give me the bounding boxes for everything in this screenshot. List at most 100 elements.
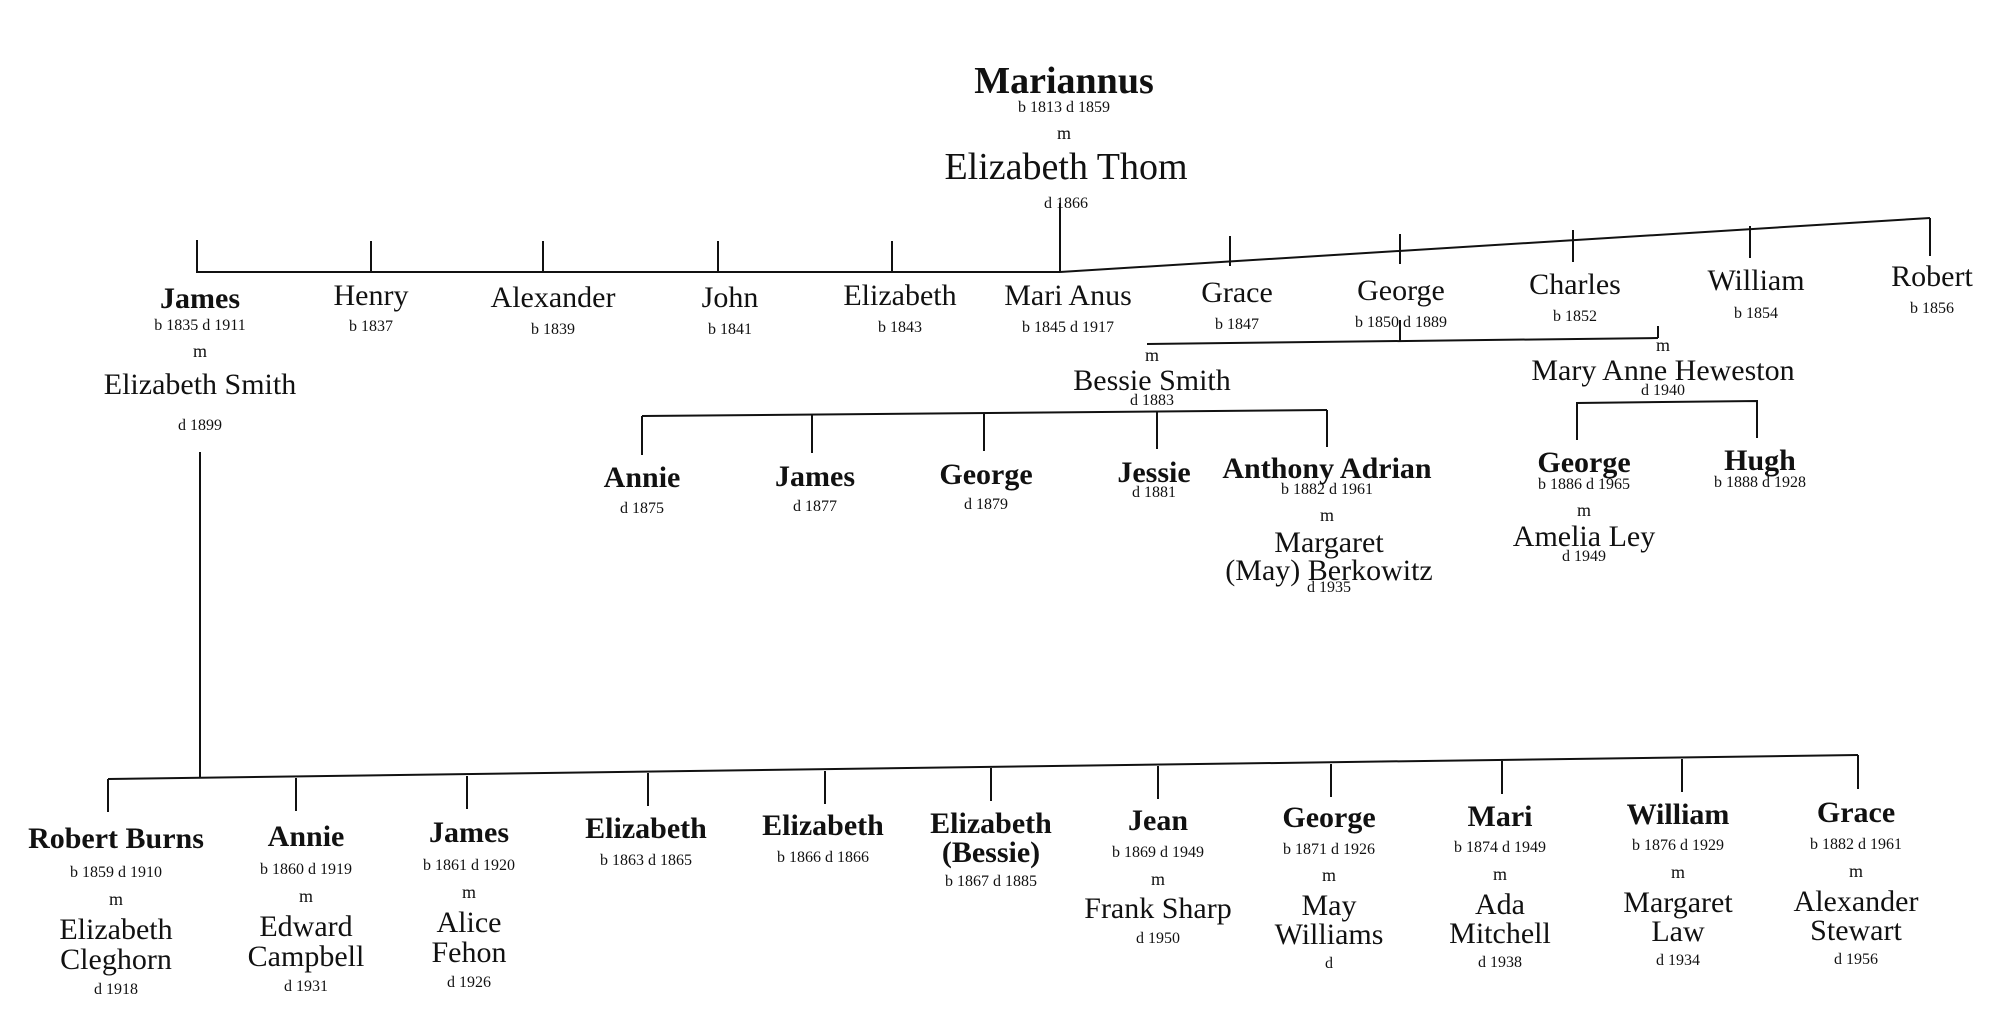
gen1-name: Charles: [1529, 268, 1621, 301]
gen1-name: George: [1357, 274, 1445, 307]
root-marriage-mark: m: [1056, 123, 1072, 143]
james-child-name: Robert Burns: [28, 822, 204, 855]
gen1-name: Henry: [333, 279, 409, 312]
james-child-spouse-line1: Edward: [259, 910, 353, 943]
james-child-marriage-mark: m: [298, 886, 314, 906]
james-child-dates: b 1866 d 1866: [777, 849, 869, 866]
gen1-dates: b 1839: [531, 321, 575, 338]
james-child-dates: b 1860 d 1919: [260, 861, 352, 878]
james-child-name-line2: (Bessie): [941, 836, 1041, 869]
gen1-dates: b 1841: [708, 321, 752, 338]
gen1-dates: b 1854: [1734, 305, 1778, 322]
james-child-spouse-dates: d: [1325, 955, 1333, 972]
charles-child-spouse-name: Amelia Ley: [1512, 520, 1656, 553]
james-child-name: Elizabeth: [585, 812, 707, 845]
george-child-name: Jessie: [1117, 456, 1191, 489]
james-child-spouse-line2: Mitchell: [1449, 917, 1551, 950]
james-child-name: Annie: [267, 820, 345, 853]
george-child-name: Annie: [603, 461, 681, 494]
james-child-marriage-mark: m: [1492, 864, 1508, 884]
james-child-spouse-line1: May: [1301, 889, 1357, 922]
gen1-name: John: [701, 281, 759, 314]
charles-child-name: Hugh: [1724, 444, 1796, 477]
charles-child-name: George: [1537, 446, 1631, 479]
james-child-spouse-dates: d 1956: [1834, 951, 1878, 968]
james-child-spouse-dates: d 1918: [94, 981, 138, 998]
george-child-name: James: [775, 460, 855, 493]
james-child-marriage-mark: m: [1848, 861, 1864, 881]
root-spouse-name: Elizabeth Thom: [944, 146, 1188, 188]
james-child-dates: b 1863 d 1865: [600, 852, 692, 869]
root-spouse-dates: d 1866: [1044, 195, 1088, 212]
james-child-spouse-dates: d 1934: [1656, 952, 1700, 969]
george-marriage-mark: m: [1144, 345, 1160, 365]
james-child-name: Jean: [1128, 804, 1188, 837]
james-child-spouse-line2: Fehon: [431, 936, 507, 969]
james-child-spouse-dates: d 1931: [284, 978, 328, 995]
gen1-name: Mari Anus: [1004, 279, 1132, 312]
james-child-spouse-line2: Law: [1651, 915, 1705, 948]
gen1-marriage-mark: m: [192, 341, 208, 361]
james-child-name: William: [1626, 798, 1730, 831]
george-child-spouse-dates: d 1935: [1307, 579, 1351, 596]
gen1-spouse-dates: d 1899: [178, 417, 222, 434]
james-child-marriage-mark: m: [1150, 869, 1166, 889]
george-child-dates: d 1881: [1132, 484, 1176, 501]
james-child-spouse-line2: Campbell: [247, 940, 365, 973]
george-child-name: Anthony Adrian: [1222, 452, 1432, 485]
james-child-spouse-dates: d 1926: [447, 974, 491, 991]
james-child-dates: b 1871 d 1926: [1283, 841, 1375, 858]
gen1-dates: b 1847: [1215, 316, 1259, 333]
james-child-spouse-line2: Cleghorn: [60, 943, 172, 976]
charles-marriage-mark: m: [1655, 335, 1671, 355]
james-child-name-line1: Elizabeth: [930, 807, 1052, 840]
george-child-spouse-line1: Margaret: [1274, 526, 1384, 559]
james-child-dates: b 1867 d 1885: [945, 873, 1037, 890]
james-child-spouse-dates: d 1938: [1478, 954, 1522, 971]
james-child-spouse-line1: Elizabeth: [59, 913, 173, 946]
james-child-spouse-line1: Ada: [1475, 888, 1525, 921]
james-child-spouse-line2: Stewart: [1810, 914, 1902, 947]
james-child-marriage-mark: m: [108, 889, 124, 909]
james-child-dates: b 1869 d 1949: [1112, 844, 1204, 861]
gen1-dates: b 1835 d 1911: [154, 317, 246, 334]
james-child-name: Grace: [1816, 796, 1896, 829]
james-child-spouse-line2: Williams: [1274, 918, 1384, 951]
george-child-spouse-line2: (May) Berkowitz: [1225, 554, 1433, 587]
james-child-name: Elizabeth: [762, 809, 884, 842]
james-child-dates: b 1874 d 1949: [1454, 839, 1546, 856]
gen1-name: William: [1707, 264, 1805, 297]
root-dates: b 1813 d 1859: [1018, 99, 1110, 116]
gen1-name: James: [160, 282, 240, 315]
gen1-name: Alexander: [490, 281, 616, 314]
james-child-dates: b 1859 d 1910: [70, 864, 162, 881]
james-child-name: James: [429, 816, 509, 849]
george-child-dates: b 1882 d 1961: [1281, 481, 1373, 498]
james-child-marriage-mark: m: [1670, 862, 1686, 882]
george-wife-name: Bessie Smith: [1073, 364, 1231, 397]
gen1-dates: b 1845 d 1917: [1022, 319, 1114, 336]
george-child-dates: d 1879: [964, 496, 1008, 513]
george-child-name: George: [939, 458, 1033, 491]
james-child-spouse-dates: d 1950: [1136, 930, 1180, 947]
gen1-dates: b 1837: [349, 318, 393, 335]
charles-child-dates: b 1888 d 1928: [1714, 474, 1806, 491]
gen1-name: Elizabeth: [843, 279, 957, 312]
charles-wife-dates: d 1940: [1641, 382, 1685, 399]
gen1-dates: b 1850 d 1889: [1355, 314, 1447, 331]
james-child-spouse-line1: Margaret: [1623, 886, 1733, 919]
gen1-name: Robert: [1891, 260, 1973, 293]
james-child-spouse-line1: Alice: [436, 906, 502, 939]
charles-child-dates: b 1886 d 1965: [1538, 476, 1630, 493]
gen1-spouse-name: Elizabeth Smith: [103, 368, 297, 401]
george-wife-dates: d 1883: [1130, 392, 1174, 409]
charles-child-spouse-dates: d 1949: [1562, 548, 1606, 565]
george-child-dates: d 1877: [793, 498, 837, 515]
gen1-dates: b 1856: [1910, 300, 1954, 317]
james-child-name: George: [1282, 801, 1376, 834]
james-child-marriage-mark: m: [461, 882, 477, 902]
charles-wife-name: Mary Anne Heweston: [1531, 354, 1795, 387]
james-child-dates: b 1861 d 1920: [423, 857, 515, 874]
george-child-marriage-mark: m: [1319, 505, 1335, 525]
